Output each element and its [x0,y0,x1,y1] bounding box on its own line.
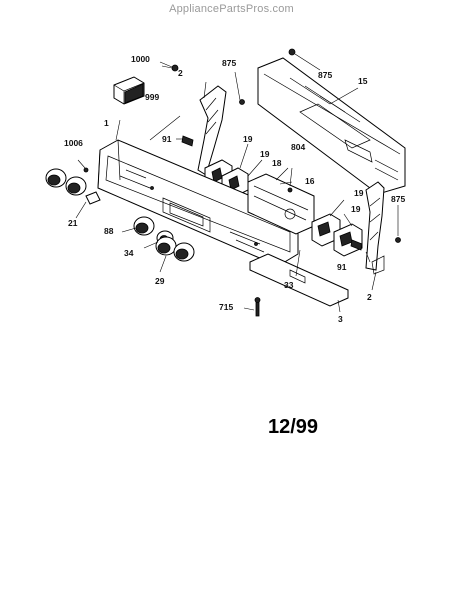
revision-date: 12/99 [268,416,319,438]
control-panel-part [97,139,299,267]
label-16: 16 [305,176,315,186]
screw-91-lower [350,239,363,251]
label-715: 715 [219,302,233,312]
label-33: 33 [284,280,294,290]
label-15: 15 [358,76,368,86]
label-2-right: 2 [367,292,372,302]
screw-875-top [288,48,321,71]
label-18: 18 [272,158,282,168]
label-19-a: 19 [243,134,253,144]
label-19-c: 19 [354,188,364,198]
knob-29-left [155,236,177,256]
label-1000: 1000 [131,54,150,64]
label-875-top: 875 [318,70,332,80]
knob-88 [133,216,155,236]
screw-91-top [176,135,194,147]
label-1006: 1006 [64,138,83,148]
screw-875-right [395,205,401,243]
label-91-lower: 91 [337,262,347,272]
left-side-bracket-part [197,71,245,176]
screw-1006 [77,159,89,173]
right-side-bracket-part [365,181,385,275]
rear-bracket-part [257,57,406,195]
switch-19-lower-left [311,213,341,247]
label-19-d: 19 [351,204,361,214]
part-999-box [113,76,145,105]
bottom-trim-part [249,253,349,307]
screw-1000 [159,61,179,72]
label-88: 88 [104,226,114,236]
label-29: 29 [155,276,165,286]
label-19-b: 19 [260,149,270,159]
label-3: 3 [338,314,343,324]
screw-715 [243,297,261,317]
label-875-upper: 875 [222,58,236,68]
knob-left-top [45,168,67,188]
label-91-upper: 91 [162,134,172,144]
label-1: 1 [104,118,109,128]
knob-29-right [173,242,195,262]
watermark: AppliancePartsPros.com [169,3,294,15]
knob-21 [85,191,101,205]
label-804: 804 [291,142,305,152]
label-34: 34 [124,248,134,258]
knob-left-bottom [65,176,87,196]
label-999: 999 [145,92,159,102]
label-2-left: 2 [178,68,183,78]
label-21: 21 [68,218,78,228]
label-875-right: 875 [391,194,405,204]
